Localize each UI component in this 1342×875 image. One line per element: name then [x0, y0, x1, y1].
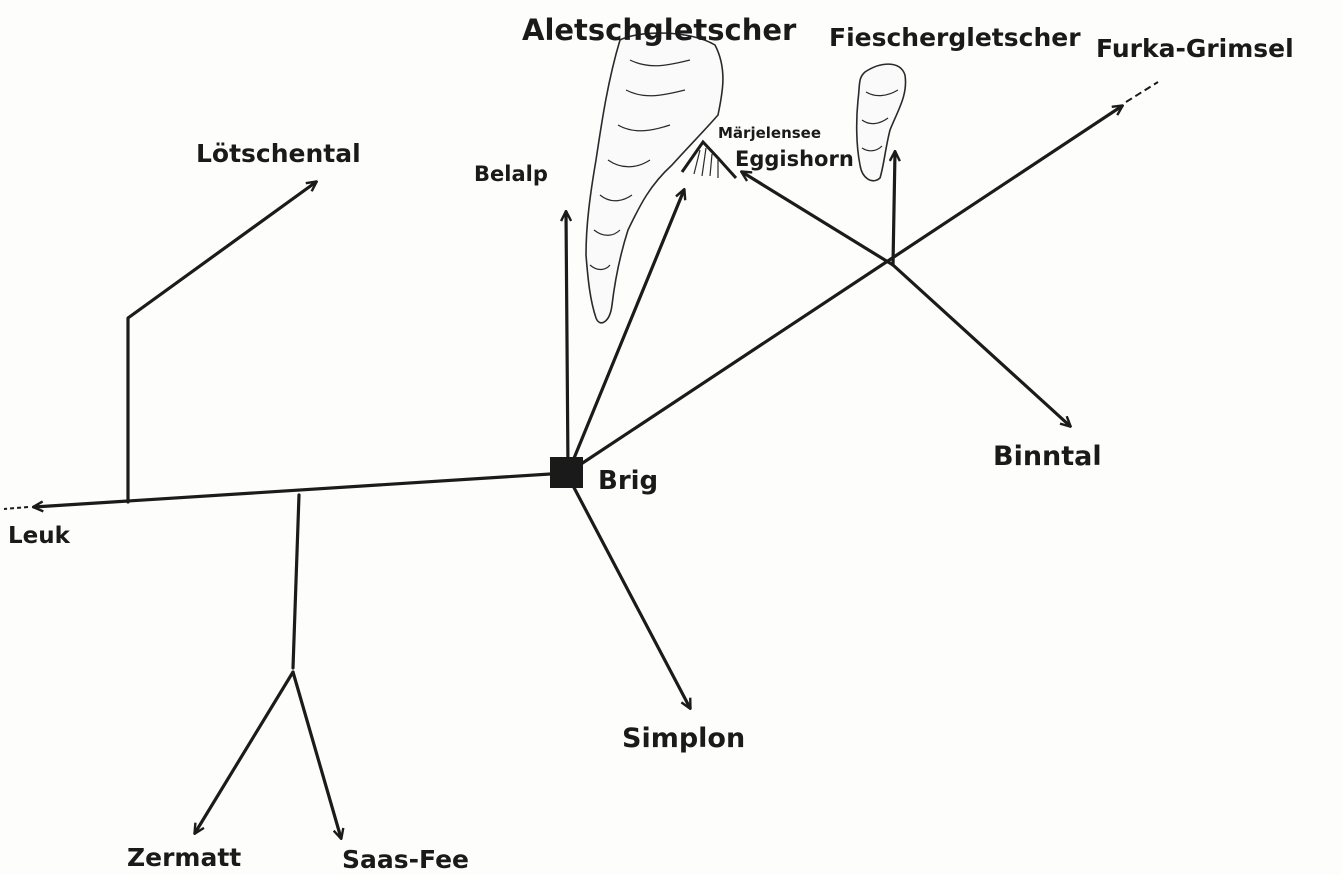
label-furka-grimsel: Furka-Grimsel	[1096, 34, 1294, 63]
route-binntal	[891, 263, 1070, 426]
label-leuk: Leuk	[8, 523, 71, 549]
brig-hub-marker	[550, 457, 583, 488]
aletsch-glacier-shape	[585, 32, 724, 324]
route-loetschental	[126, 182, 316, 504]
route-simplon	[568, 478, 690, 708]
route-belalp	[566, 212, 568, 472]
route-brig-leuk	[34, 471, 568, 507]
route-eggishorn	[742, 172, 895, 267]
label-binntal: Binntal	[993, 441, 1102, 472]
label-belalp: Belalp	[474, 162, 548, 186]
label-fieschergletscher: Fieschergletscher	[829, 23, 1081, 52]
label-loetschental: Lötschental	[196, 139, 361, 168]
label-aletschgletscher: Aletschgletscher	[522, 13, 797, 47]
route-zermatt	[195, 670, 295, 833]
label-marjelensee: Märjelensee	[718, 124, 821, 142]
eggishorn-peak	[680, 139, 738, 180]
route-furka-grimsel	[570, 106, 1122, 472]
label-simplon: Simplon	[622, 723, 745, 754]
label-eggishorn: Eggishorn	[735, 147, 854, 171]
route-saas-fee	[291, 670, 341, 838]
label-zermatt: Zermatt	[127, 843, 241, 872]
label-saas-fee: Saas-Fee	[342, 845, 469, 874]
route-aletsch	[568, 190, 684, 470]
route-visp-valley	[291, 493, 301, 670]
route-fiesch-up	[893, 152, 895, 267]
label-brig: Brig	[598, 466, 658, 496]
